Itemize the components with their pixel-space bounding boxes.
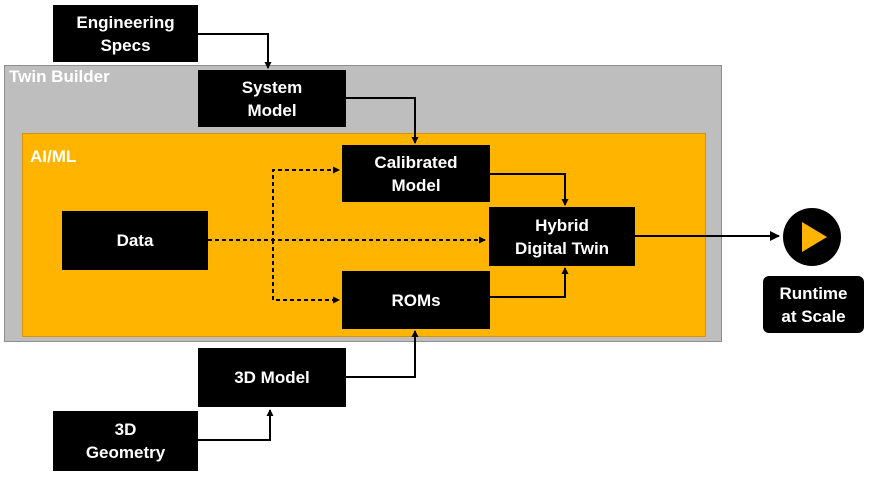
dashed-arrow-data-to-roms	[272, 240, 340, 304]
dashed-arrow-data-to-calibrated	[208, 166, 340, 241]
arrow-specs-to-system-model	[198, 33, 272, 69]
3d-model-node: 3D Model	[198, 348, 346, 407]
arrow-calibrated-to-hybrid	[490, 173, 569, 206]
calibrated-model-node: Calibrated Model	[342, 145, 490, 202]
arrow-3d-model-to-roms	[346, 330, 419, 378]
arrow-system-model-to-calibrated	[346, 97, 419, 144]
arrow-geometry-to-3d-model	[198, 409, 274, 441]
twin-builder-label: Twin Builder	[9, 67, 110, 86]
engineering-specs-node: Engineering Specs	[53, 5, 198, 62]
data-node: Data	[62, 211, 208, 270]
arrow-roms-to-hybrid	[490, 267, 569, 298]
play-icon	[783, 208, 841, 266]
3d-geometry-node: 3D Geometry	[53, 411, 198, 471]
runtime-at-scale-node: Runtime at Scale	[763, 276, 864, 333]
system-model-node: System Model	[198, 70, 346, 127]
roms-node: ROMs	[342, 271, 490, 329]
ai-ml-label: AI/ML	[30, 147, 77, 166]
hybrid-digital-twin-node: Hybrid Digital Twin	[489, 207, 635, 266]
